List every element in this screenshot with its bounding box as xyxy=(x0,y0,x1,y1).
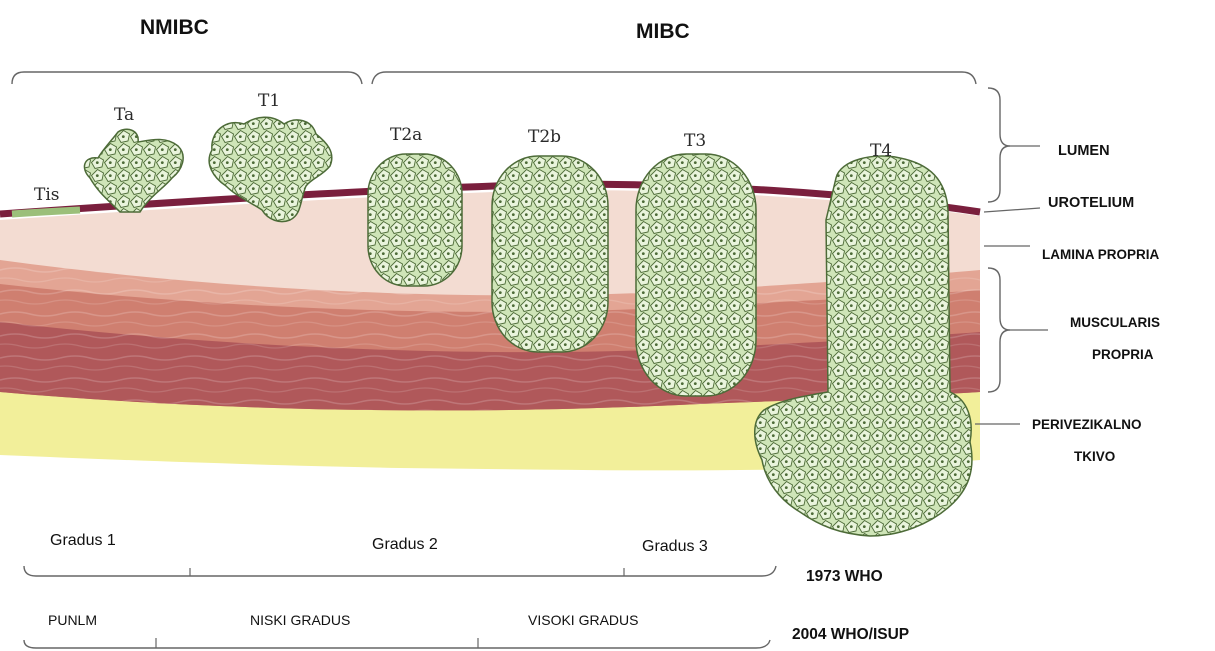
niski-gradus-label: NISKI GRADUS xyxy=(250,612,350,628)
nmibc-bracket xyxy=(12,72,362,84)
urotelium-leader xyxy=(984,208,1040,212)
who2004-bracket xyxy=(24,640,770,648)
muscularis-label-line1: MUSCULARIS xyxy=(1070,312,1160,334)
lamina-propria-label: LAMINA PROPRIA xyxy=(1042,244,1159,266)
perivezikalno-label-line2: TKIVO xyxy=(1074,446,1115,468)
nmibc-heading: NMIBC xyxy=(140,16,209,40)
mibc-heading: MIBC xyxy=(636,20,690,44)
mibc-bracket xyxy=(372,72,976,84)
tis-segment xyxy=(12,210,80,214)
stage-label-t4: T4 xyxy=(870,141,892,161)
lumen-bracket xyxy=(988,88,1010,202)
visoki-gradus-label: VISOKI GRADUS xyxy=(528,612,638,628)
punlm-label: PUNLM xyxy=(48,612,97,628)
stage-label-t3: T3 xyxy=(684,131,706,151)
who-isup-2004-label: 2004 WHO/ISUP xyxy=(792,626,909,644)
tumor-t3 xyxy=(636,154,756,396)
tumor-t2a xyxy=(368,154,462,286)
stage-label-ta: Ta xyxy=(114,105,134,125)
who1973-bracket xyxy=(24,566,776,576)
muscularis-bracket xyxy=(988,268,1010,392)
tumor-t2b xyxy=(492,156,608,352)
urotelium-label: UROTELIUM xyxy=(1048,192,1134,214)
stage-label-t2a: T2a xyxy=(390,125,422,145)
stage-label-t1: T1 xyxy=(258,91,280,111)
gradus-2-label: Gradus 2 xyxy=(372,536,438,554)
muscularis-label-line2: PROPRIA xyxy=(1092,344,1154,366)
gradus-1-label: Gradus 1 xyxy=(50,532,116,550)
stage-label-t2b: T2b xyxy=(528,127,561,147)
perivezikalno-label-line1: PERIVEZIKALNO xyxy=(1032,414,1142,436)
stage-label-tis: Tis xyxy=(34,185,60,205)
gradus-3-label: Gradus 3 xyxy=(642,538,708,556)
lumen-label: LUMEN xyxy=(1058,140,1110,162)
who-1973-label: 1973 WHO xyxy=(806,568,883,586)
